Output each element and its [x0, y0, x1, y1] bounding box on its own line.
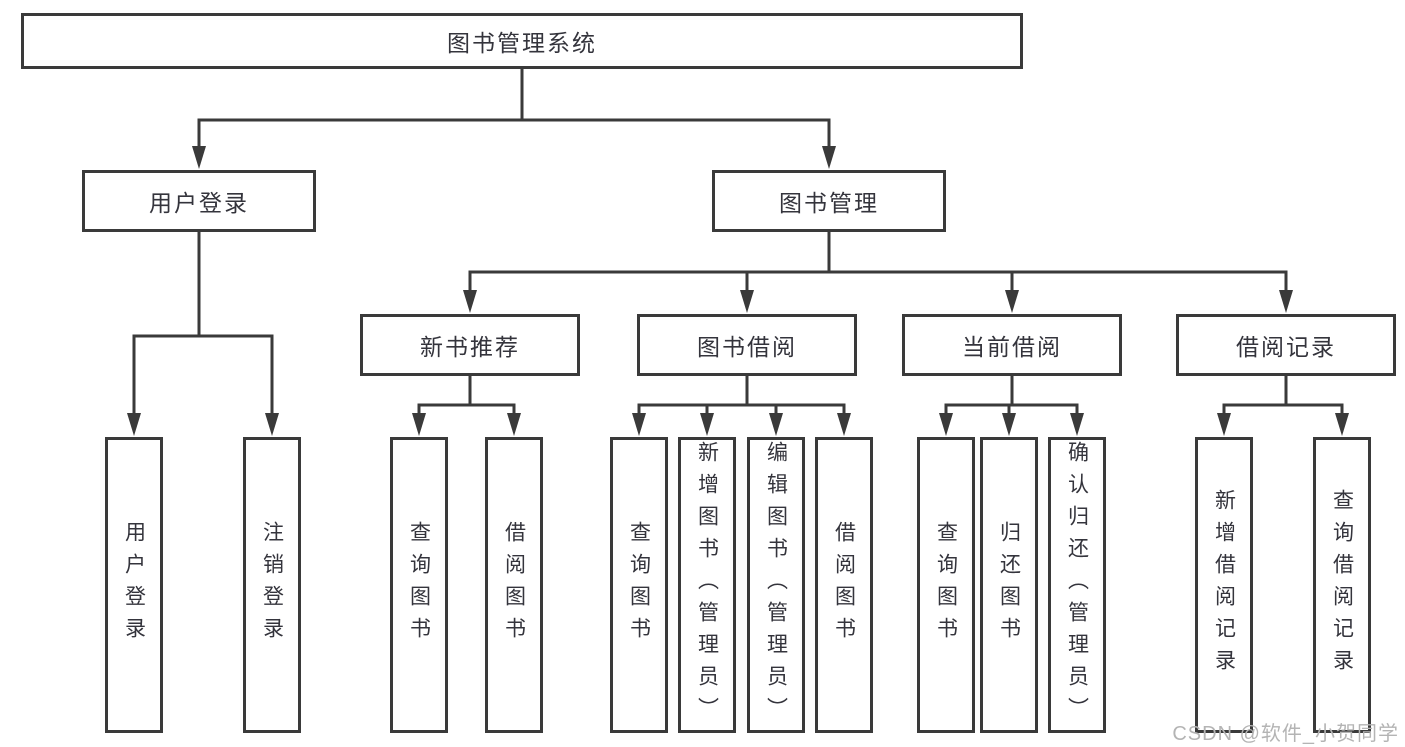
watermark-text: CSDN @软件_小贺同学: [1172, 723, 1399, 745]
leaf-query-books-borrow: 查询图书: [610, 437, 668, 733]
leaf-logout: 注销登录: [243, 437, 301, 733]
leaf-confirm-return-admin: 确认归还（管理员）: [1048, 437, 1106, 733]
node-book-management: 图书管理: [712, 170, 946, 232]
node-label: 图书管理: [779, 190, 879, 216]
node-label: 查询借阅记录: [1330, 489, 1354, 681]
node-label: 归还图书: [997, 521, 1021, 649]
leaf-query-borrow-record: 查询借阅记录: [1313, 437, 1371, 733]
node-borrowing-records: 借阅记录: [1176, 314, 1396, 376]
leaf-borrow-books-recommend: 借阅图书: [485, 437, 543, 733]
node-user-login: 用户登录: [82, 170, 316, 232]
node-label: 查询图书: [627, 521, 651, 649]
node-label: 确认归还（管理员）: [1065, 441, 1089, 729]
node-label: 编辑图书（管理员）: [764, 441, 788, 729]
node-label: 图书借阅: [697, 334, 797, 360]
node-label: 借阅图书: [832, 521, 856, 649]
leaf-add-book-admin: 新增图书（管理员）: [678, 437, 736, 733]
leaf-user-login: 用户登录: [105, 437, 163, 733]
node-label: 新增图书（管理员）: [695, 441, 719, 729]
node-label: 新书推荐: [420, 334, 520, 360]
node-label: 用户登录: [122, 521, 146, 649]
node-label: 借阅图书: [502, 521, 526, 649]
node-label: 新增借阅记录: [1212, 489, 1236, 681]
node-label: 图书管理系统: [447, 30, 597, 56]
node-new-book-recommend: 新书推荐: [360, 314, 580, 376]
node-label: 查询图书: [407, 521, 431, 649]
leaf-edit-book-admin: 编辑图书（管理员）: [747, 437, 805, 733]
node-current-borrowing: 当前借阅: [902, 314, 1122, 376]
node-library-system: 图书管理系统: [21, 13, 1023, 69]
node-label: 查询图书: [934, 521, 958, 649]
node-book-borrowing: 图书借阅: [637, 314, 857, 376]
leaf-borrow-books: 借阅图书: [815, 437, 873, 733]
leaf-add-borrow-record: 新增借阅记录: [1195, 437, 1253, 733]
leaf-query-books-recommend: 查询图书: [390, 437, 448, 733]
node-label: 当前借阅: [962, 334, 1062, 360]
node-label: 用户登录: [149, 190, 249, 216]
leaf-return-book: 归还图书: [980, 437, 1038, 733]
leaf-query-books-current: 查询图书: [917, 437, 975, 733]
node-label: 注销登录: [260, 521, 284, 649]
node-label: 借阅记录: [1236, 334, 1336, 360]
